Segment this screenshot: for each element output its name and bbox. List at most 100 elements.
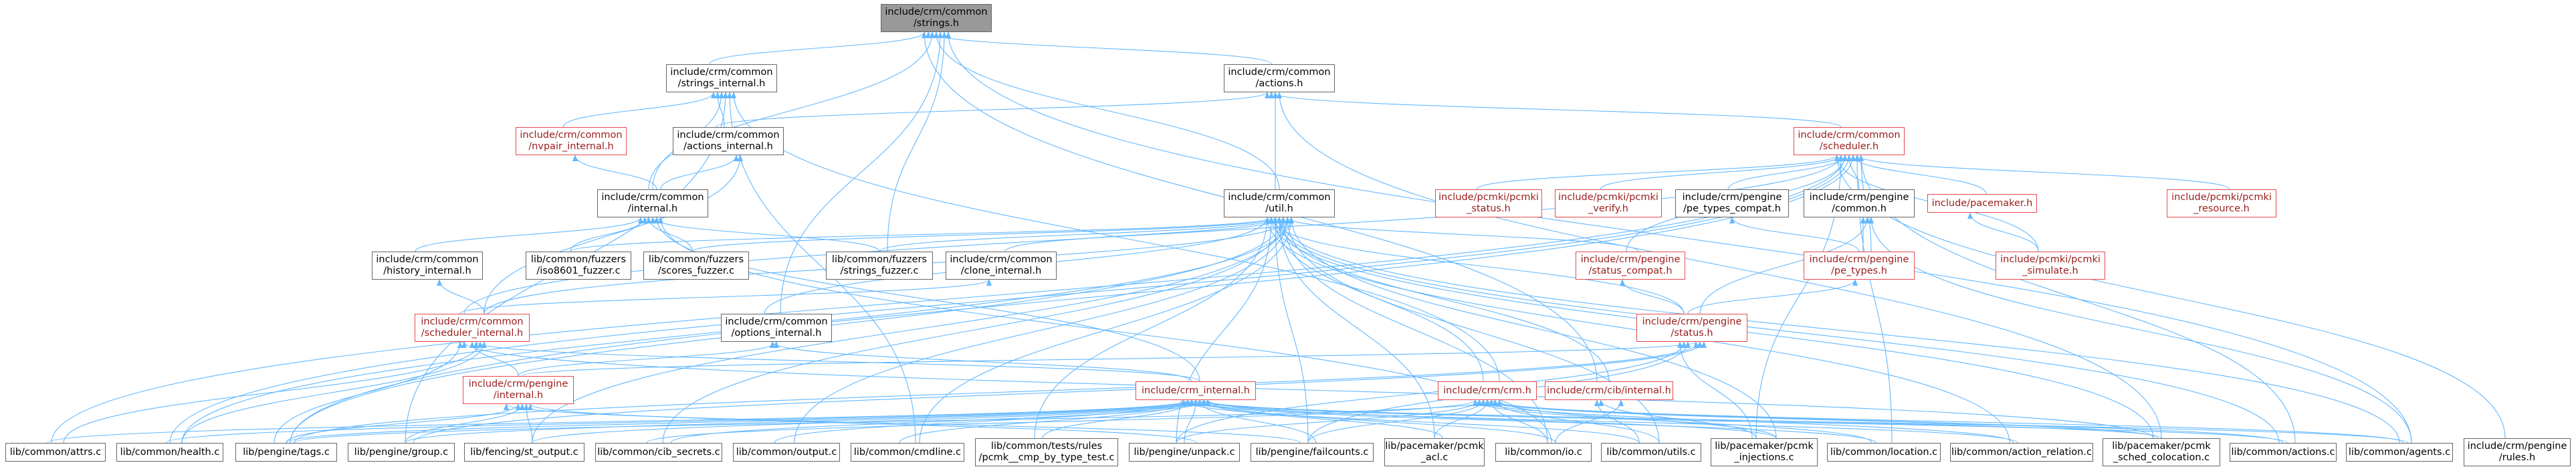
node-health-c[interactable]: lib/common/health.c [116,443,223,462]
dependency-edge [1476,155,1840,190]
dependency-edge [1185,399,1876,444]
dependency-edge [1189,399,2018,444]
dependency-edge [654,217,1200,382]
node-label: include/crm/pengine /common.h [1809,192,1909,214]
dependency-edge [1307,399,1486,444]
dependency-edge [294,399,1498,444]
node-group-c[interactable]: lib/pengine/group.c [348,443,455,462]
dependency-edge [1489,399,1548,444]
node-label: lib/pacemaker/pcmk _sched_colocation.c [2112,441,2211,463]
node-label: lib/common/cmdline.c [853,446,962,458]
node-cmdline-c[interactable]: lib/common/cmdline.c [851,443,964,462]
node-label: include/crm/common /actions_internal.h [677,130,780,152]
node-label: lib/common/actions.c [2231,446,2335,458]
node-output-c[interactable]: lib/common/output.c [733,443,840,462]
dependency-edge [774,399,1186,444]
node-actions-internal-h[interactable]: include/crm/common /actions_internal.h [673,127,784,155]
node-pcmki-simulate-h[interactable]: include/pcmki/pcmki _simulate.h [1996,252,2105,280]
node-label: include/crm/crm.h [1443,385,1531,396]
dependency-edge [1273,217,1484,382]
dependency-edge [691,217,1278,252]
dependency-edge [181,341,487,444]
node-cib-secrets-c[interactable]: lib/common/cib_secrets.c [595,443,722,462]
node-label: lib/common/fuzzers /scores_fuzzer.c [648,254,744,276]
dependency-edge [1473,399,1872,444]
dependency-edge [524,403,533,444]
dependency-edge [562,92,716,128]
dependency-edge [1477,399,2014,444]
node-label: include/crm/common /history_internal.h [376,254,479,276]
node-io-c[interactable]: lib/common/io.c [1495,443,1592,462]
dependency-edge [646,399,1478,444]
node-unpack-c[interactable]: lib/pengine/unpack.c [1129,443,1240,462]
node-pcmki-resource-h[interactable]: include/pcmki/pcmki _resource.h [2167,189,2276,217]
dependency-edge [405,403,525,444]
dependency-edge [1277,217,1610,382]
node-pcmki-status-h[interactable]: include/pcmki/pcmki _status.h [1435,189,1542,217]
node-util-h[interactable]: include/crm/common /util.h [1224,189,1335,217]
node-cib-internal-h[interactable]: include/crm/cib/internal.h [1545,381,1673,400]
dependency-edge [570,217,647,252]
node-agents-c[interactable]: lib/common/agents.c [2346,443,2453,462]
node-pcmk-injections-c[interactable]: lib/pacemaker/pcmk _injections.c [1711,438,1818,466]
node-label: include/crm/pengine /status.h [1642,316,1742,339]
node-pacemaker-h[interactable]: include/pacemaker.h [1927,194,2037,213]
node-pcmk-sched-colocation-c[interactable]: lib/pacemaker/pcmk _sched_colocation.c [2103,438,2220,466]
node-scheduler-h[interactable]: include/crm/common /scheduler.h [1794,127,1905,155]
node-label: lib/common/tests/rules /pcmk__cmp_by_typ… [978,441,1115,463]
node-pengine-rules-h[interactable]: include/crm/pengine /rules.h [2464,438,2571,466]
node-utils-c[interactable]: lib/common/utils.c [1601,443,1701,462]
node-pengine-status-h[interactable]: include/crm/pengine /status.h [1636,314,1747,342]
dependency-edge [522,341,1699,377]
dependency-edge [1555,399,1624,444]
node-label: include/pcmki/pcmki _simulate.h [2000,254,2101,276]
node-label: include/crm/common /nvpair_internal.h [520,130,623,152]
node-label: lib/pacemaker/pcmk _injections.c [1715,441,1814,463]
node-pcmki-verify-h[interactable]: include/pcmki/pcmki _verify.h [1555,189,1662,217]
dependency-edge [504,403,1301,444]
node-iso8601-fuzzer-c[interactable]: lib/common/fuzzers /iso8601_fuzzer.c [526,252,631,280]
node-pe-types-compat-h[interactable]: include/crm/pengine /pe_types_compat.h [1675,189,1789,217]
node-scores-fuzzer-c[interactable]: lib/common/fuzzers /scores_fuzzer.c [643,252,749,280]
dependency-edge [473,341,1200,382]
node-pengine-common-h[interactable]: include/crm/pengine /common.h [1804,189,1915,217]
dependency-edge [716,92,1270,128]
node-common-actions-c[interactable]: lib/common/actions.c [2230,443,2337,462]
node-status-compat-h[interactable]: include/crm/pengine /status_compat.h [1576,252,1685,280]
node-pcmk-acl-c[interactable]: lib/pacemaker/pcmk _acl.c [1384,438,1485,466]
node-label: include/crm/common /util.h [1228,192,1331,214]
node-failcounts-c[interactable]: lib/pengine/failcounts.c [1251,443,1374,462]
node-strings-h: include/crm/common /strings.h [881,4,992,32]
node-label: include/crm_internal.h [1142,385,1250,396]
node-attrs-c[interactable]: lib/common/attrs.c [5,443,106,462]
node-strings-internal-h[interactable]: include/crm/common /strings_internal.h [666,64,777,92]
node-location-c[interactable]: lib/common/location.c [1827,443,1941,462]
node-label: lib/pengine/failcounts.c [1255,446,1369,458]
node-common-internal-h[interactable]: include/crm/common /internal.h [597,189,708,217]
node-pcmk-cmp-by-type-test-c[interactable]: lib/common/tests/rules /pcmk__cmp_by_typ… [975,438,1118,466]
node-pengine-internal-h[interactable]: include/crm/pengine /internal.h [463,376,574,404]
node-st-output-c[interactable]: lib/fencing/st_output.c [464,443,584,462]
dependency-edge [1197,399,2288,444]
dependency-edge [463,155,1844,314]
node-action-relation-c[interactable]: lib/common/action_relation.c [1950,443,2093,462]
node-history-internal-h[interactable]: include/crm/common /history_internal.h [372,252,483,280]
node-crm-internal-h[interactable]: include/crm_internal.h [1136,381,1256,400]
node-tags-c[interactable]: lib/pengine/tags.c [235,443,337,462]
dependency-edge [899,399,1190,444]
dependency-edge [484,155,743,314]
node-label: lib/common/health.c [120,446,220,458]
node-actions-h[interactable]: include/crm/common /actions.h [1224,64,1335,92]
node-strings-fuzzer-c[interactable]: lib/common/fuzzers /strings_fuzzer.c [826,252,933,280]
dependency-edge [1201,399,1443,439]
node-options-internal-h[interactable]: include/crm/common /options_internal.h [721,314,832,342]
dependency-edge [1677,341,1753,439]
node-scheduler-internal-h[interactable]: include/crm/common /scheduler_internal.h [415,314,530,342]
node-label: include/pacemaker.h [1931,197,2033,209]
node-pe-types-h[interactable]: include/crm/pengine /pe_types.h [1804,252,1915,280]
dependency-edge [1434,399,1490,439]
node-crm-h[interactable]: include/crm/crm.h [1438,381,1537,400]
node-nvpair-internal-h[interactable]: include/crm/common /nvpair_internal.h [516,127,627,155]
node-label: lib/common/io.c [1505,446,1582,458]
node-clone-internal-h[interactable]: include/crm/common /clone_internal.h [946,252,1057,280]
